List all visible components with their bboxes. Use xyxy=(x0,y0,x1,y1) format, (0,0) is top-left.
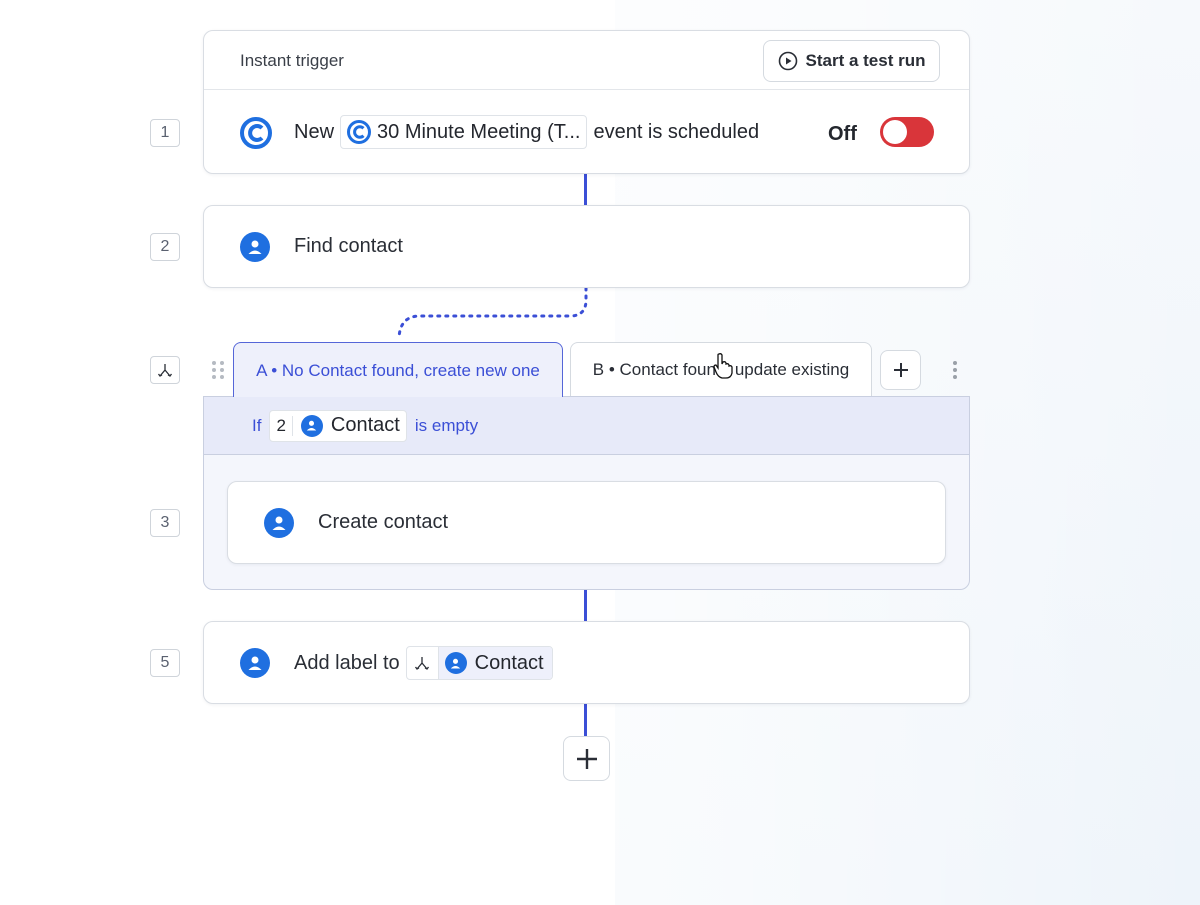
connector-line xyxy=(584,590,587,622)
calendly-icon xyxy=(240,117,272,154)
tab-branch-a-label: A • No Contact found, create new one xyxy=(256,360,540,380)
branch-step-icon xyxy=(150,356,180,384)
step-number: 1 xyxy=(150,119,180,147)
branch-connector xyxy=(397,288,588,340)
person-icon xyxy=(240,232,270,262)
toggle-label: Off xyxy=(828,123,857,145)
step-number: 5 xyxy=(150,649,180,677)
add-branch-button[interactable] xyxy=(880,350,921,390)
more-options-icon[interactable] xyxy=(950,359,960,381)
step-card-add-label[interactable]: Add label to Contact xyxy=(203,621,970,704)
active-toggle[interactable] xyxy=(880,117,934,147)
connector-line xyxy=(584,174,587,206)
person-icon xyxy=(240,648,270,678)
hand-cursor-icon xyxy=(712,352,736,385)
trigger-prefix: New xyxy=(294,120,335,143)
person-icon xyxy=(264,508,294,538)
divider xyxy=(204,89,969,90)
branch-condition[interactable]: If 2 Contact is empty xyxy=(204,397,969,455)
person-icon xyxy=(444,652,467,674)
condition-field-chip[interactable]: 2 Contact xyxy=(269,409,407,442)
condition-operator: is empty xyxy=(414,415,479,435)
drag-handle-icon[interactable] xyxy=(211,359,225,381)
plus-icon xyxy=(575,747,599,771)
step-title: Add label to xyxy=(294,651,400,674)
branch-icon xyxy=(407,647,439,679)
start-test-run-label: Start a test run xyxy=(805,51,926,70)
trigger-card[interactable]: Instant trigger Start a test run New 30 … xyxy=(203,30,970,174)
trigger-suffix: event is scheduled xyxy=(593,120,760,143)
play-icon xyxy=(778,51,798,71)
condition-field-label: Contact xyxy=(330,414,400,436)
add-step-button[interactable] xyxy=(563,736,610,781)
step-title: Create contact xyxy=(318,511,449,533)
start-test-run-button[interactable]: Start a test run xyxy=(763,40,940,82)
trigger-header-label: Instant trigger xyxy=(240,51,344,70)
step-number: 2 xyxy=(150,233,180,261)
person-icon xyxy=(300,414,323,437)
event-chip[interactable]: 30 Minute Meeting (T... xyxy=(340,115,588,149)
connector-line xyxy=(584,704,587,736)
tab-branch-a[interactable]: A • No Contact found, create new one xyxy=(233,342,563,398)
contact-chip-label: Contact xyxy=(474,651,544,674)
toggle-knob xyxy=(883,120,907,144)
step-ref-badge: 2 xyxy=(276,415,293,436)
step-title: Find contact xyxy=(294,235,403,257)
step-card-find-contact[interactable]: Find contact xyxy=(203,205,970,288)
condition-if-label: If xyxy=(252,415,262,435)
event-chip-label: 30 Minute Meeting (T... xyxy=(377,120,581,143)
plus-icon xyxy=(892,361,910,379)
contact-chip[interactable]: Contact xyxy=(405,646,553,680)
step-card-create-contact[interactable]: Create contact xyxy=(227,481,946,564)
step-number: 3 xyxy=(150,509,180,537)
calendly-icon xyxy=(347,120,372,144)
